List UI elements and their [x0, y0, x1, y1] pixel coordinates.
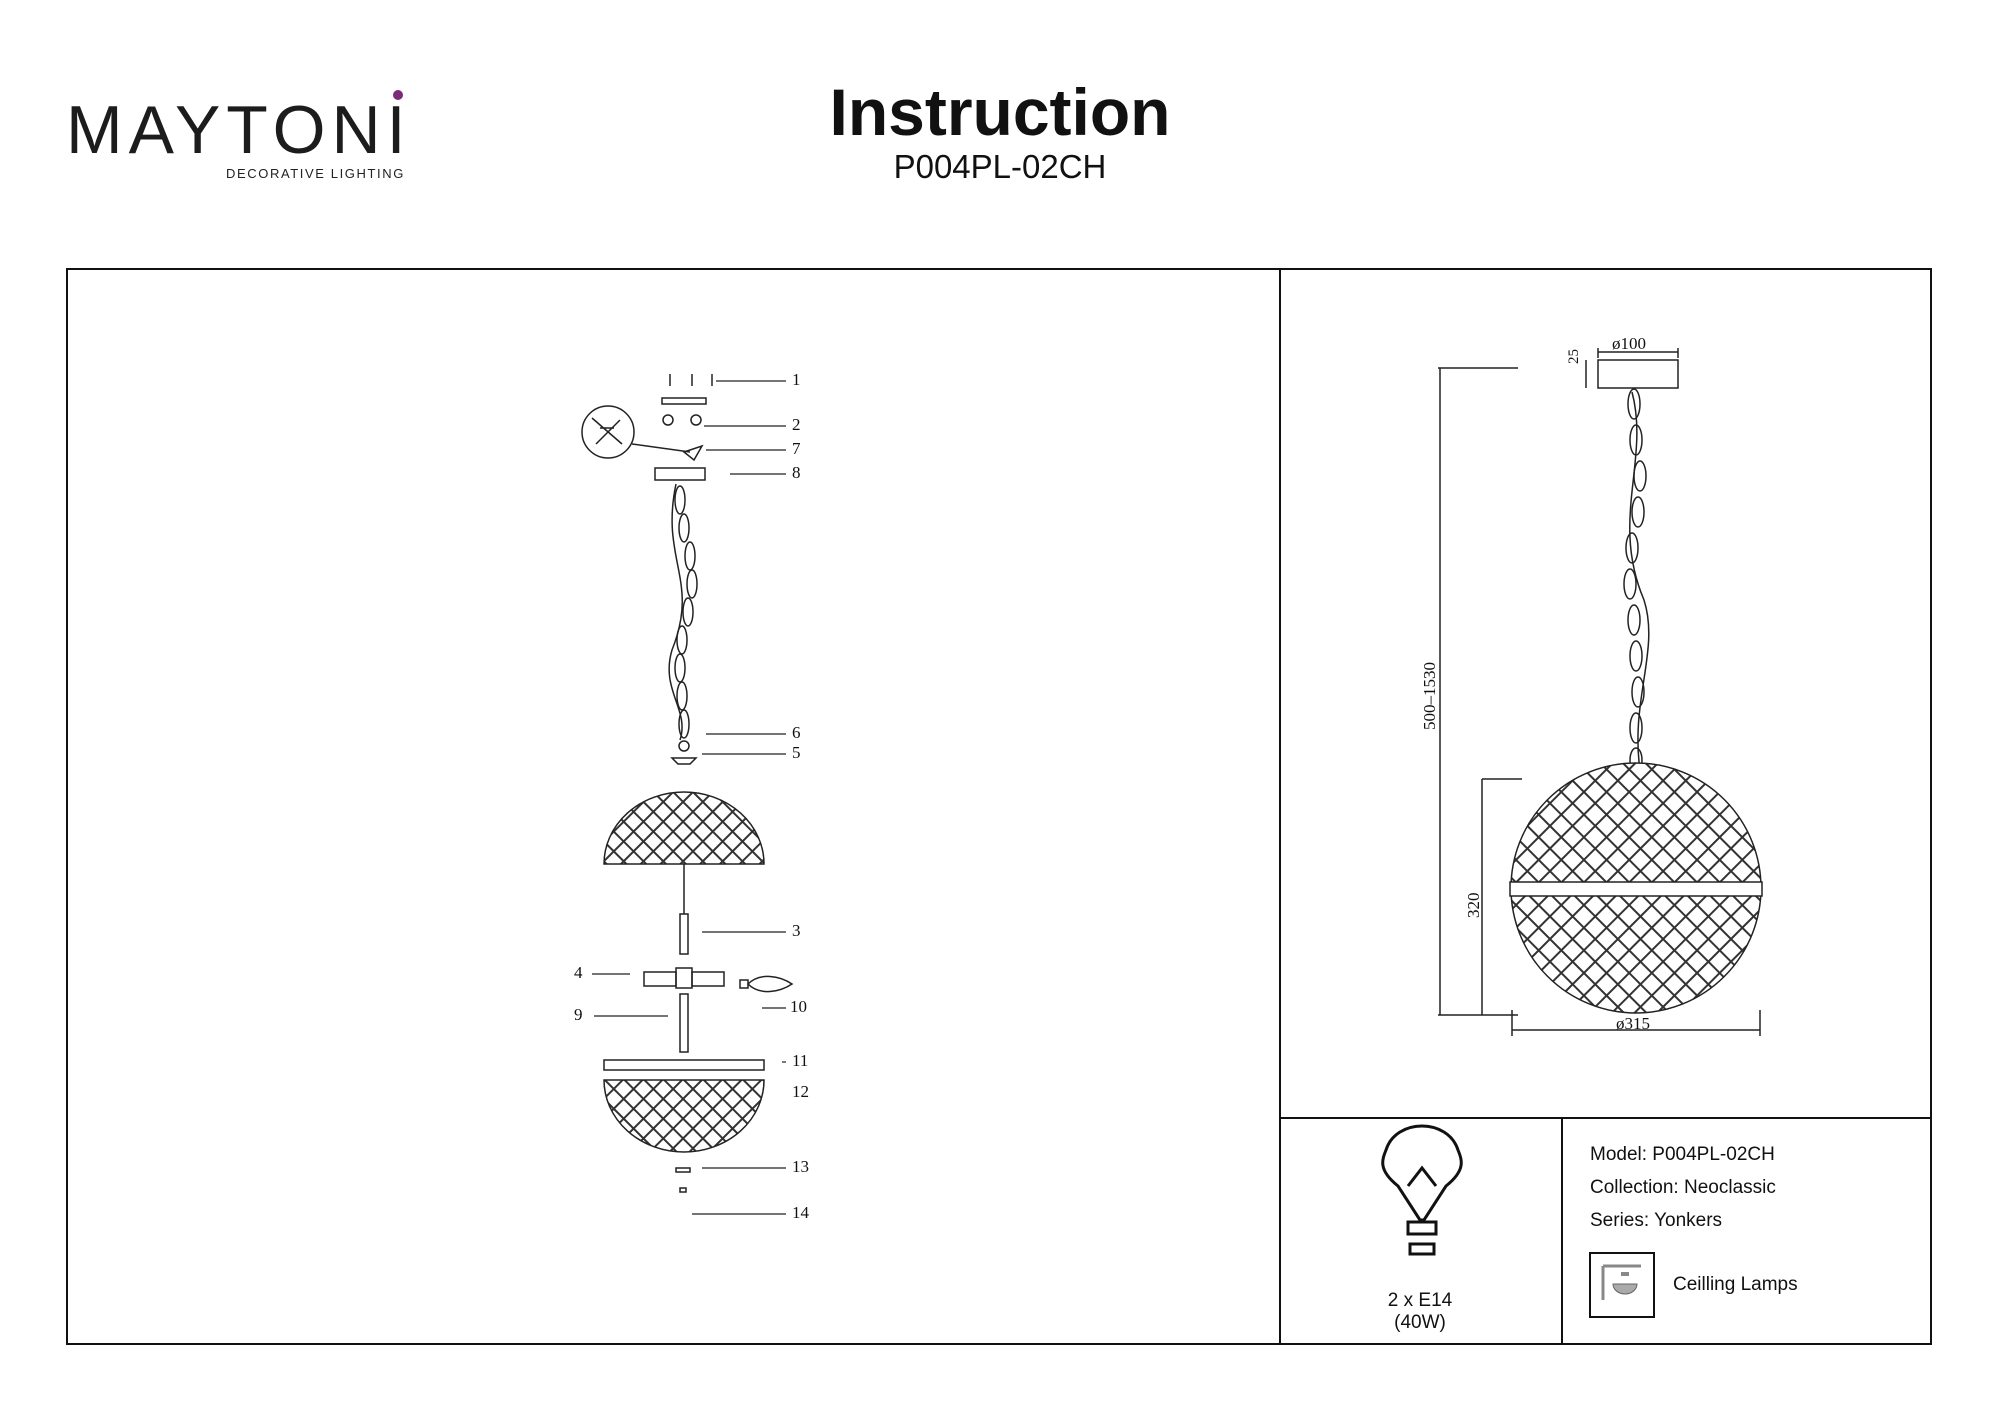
page-title: Instruction [829, 75, 1171, 149]
frame-divider-info [1561, 1117, 1563, 1345]
brand-tagline: DECORATIVE LIGHTING [226, 166, 405, 181]
canopy [1597, 359, 1679, 389]
tube [679, 913, 689, 955]
drawing-frame [66, 268, 1932, 1345]
spec-collection: Collection: Neoclassic [1590, 1177, 1776, 1198]
spec-series: Series: Yonkers [1590, 1210, 1723, 1231]
brand-logo: MAYTONI [66, 96, 410, 186]
part-number: 6 [792, 723, 801, 742]
top-cap [670, 757, 698, 765]
lower-shade [603, 1079, 765, 1153]
chain [1623, 388, 1650, 773]
bulb [746, 975, 794, 993]
upper-shade [603, 791, 765, 865]
part-number: 3 [792, 921, 801, 940]
mounting-bracket [661, 397, 707, 405]
model-code: P004PL-02CH [893, 148, 1107, 185]
part-number: 7 [792, 439, 801, 458]
canopy [654, 467, 706, 481]
chain [668, 483, 698, 741]
bulb-spec: 2 x E14 (40W) [1387, 1290, 1453, 1333]
part-number: 9 [574, 1005, 583, 1024]
part-number: 8 [792, 463, 801, 482]
part-number: 12 [792, 1082, 809, 1101]
part-number: 13 [792, 1157, 809, 1176]
brand-name: MAYTONI [66, 92, 412, 168]
part-number: 11 [792, 1051, 809, 1070]
part-number: 14 [792, 1203, 809, 1222]
ceiling-lamp-icon [1589, 1252, 1655, 1318]
frame-divider-vertical [1279, 268, 1281, 1345]
ring-plate [603, 1059, 765, 1071]
part-number: 5 [792, 743, 801, 762]
frame-divider-horizontal [1279, 1117, 1932, 1119]
part-number: 10 [790, 997, 807, 1016]
part-number: 4 [574, 963, 583, 982]
sphere-band [1509, 881, 1763, 897]
terminal-detail [581, 405, 635, 459]
dim-shade-diameter: ø315 [1616, 1014, 1650, 1033]
spec-type: Ceilling Lamps [1673, 1274, 1798, 1295]
brand-logo-dot [393, 90, 403, 100]
part-number: 2 [792, 415, 801, 434]
spec-model: Model: P004PL-02CH [1590, 1144, 1775, 1165]
dim-canopy-diameter: ø100 [1612, 334, 1646, 353]
ceiling-lamp-glyph [1601, 1264, 1641, 1300]
lower-tube [679, 993, 689, 1053]
part-number: 1 [792, 370, 801, 389]
